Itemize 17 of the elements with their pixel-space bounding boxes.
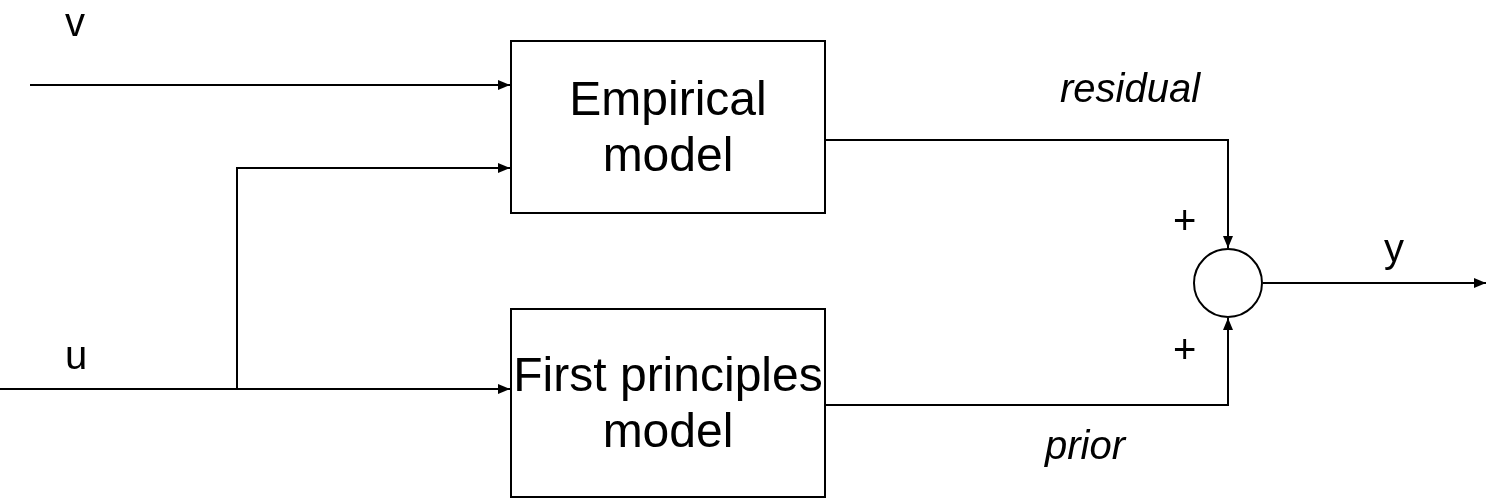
sign-label: + — [1173, 327, 1197, 371]
arrow — [825, 139, 1233, 249]
box-label: Empirical model — [568, 71, 768, 183]
process-box — [510, 40, 826, 214]
arrow — [1262, 278, 1486, 288]
edge-label: y — [1384, 226, 1404, 270]
edge-label: v — [65, 0, 85, 44]
arrow — [29, 80, 511, 90]
arrow — [825, 317, 1233, 406]
edge-label: u — [65, 333, 88, 377]
process-box — [510, 308, 826, 498]
box-label: First principles model — [512, 347, 824, 459]
edge-label: prior — [1045, 423, 1126, 467]
sign-label: + — [1173, 198, 1197, 242]
edge-label: residual — [1060, 66, 1201, 110]
arrow — [0, 384, 511, 394]
summing-junction-circle — [1193, 248, 1263, 318]
